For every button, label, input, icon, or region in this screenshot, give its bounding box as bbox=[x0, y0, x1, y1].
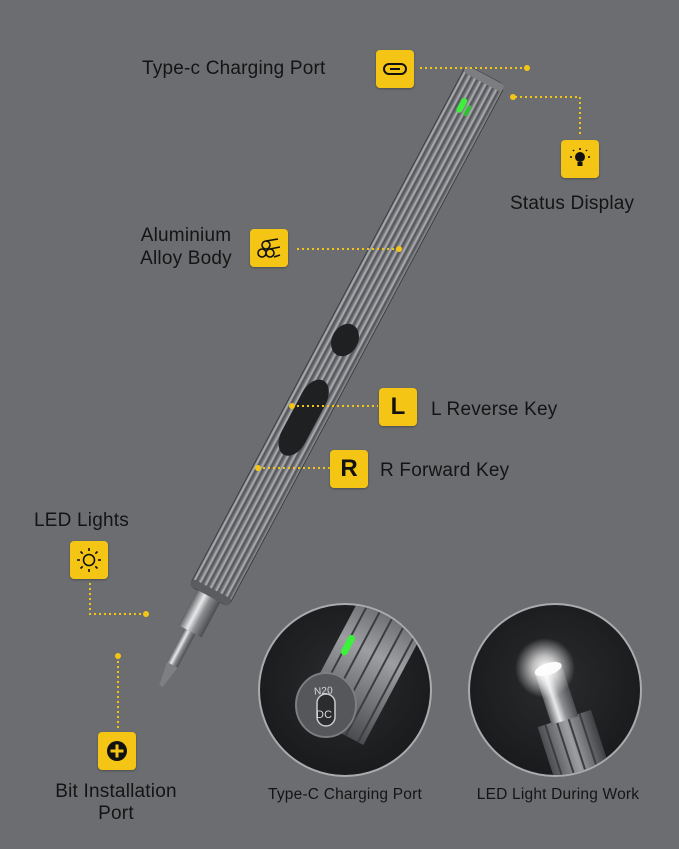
usb-c-port-icon bbox=[376, 50, 414, 88]
port-marking-type: DC bbox=[316, 709, 333, 721]
closeup-led-light bbox=[468, 603, 642, 777]
label-bit-installation-port: Bit Installation Port bbox=[30, 781, 202, 825]
closeup-charging-port bbox=[258, 603, 432, 777]
label-body-line2: Alloy Body bbox=[140, 248, 232, 269]
material-rods-icon bbox=[250, 229, 288, 267]
plus-icon bbox=[98, 732, 136, 770]
power-button-recess bbox=[331, 323, 359, 357]
bit-collar bbox=[178, 589, 221, 638]
label-status-display: Status Display bbox=[510, 193, 635, 214]
label-aluminium-alloy-body: Aluminium Alloy Body bbox=[128, 224, 244, 270]
sun-icon bbox=[70, 541, 108, 579]
label-led-lights: LED Lights bbox=[34, 510, 129, 531]
label-bit-line2: Port bbox=[98, 803, 134, 824]
label-type-c-charging-port: Type-c Charging Port bbox=[142, 58, 326, 79]
forward-key-badge: R bbox=[330, 450, 368, 488]
port-marking-model: N20 bbox=[313, 685, 334, 698]
label-closeup-led-light: LED Light During Work bbox=[476, 786, 640, 803]
label-forward-key: R Forward Key bbox=[380, 460, 510, 481]
label-body-line1: Aluminium bbox=[140, 225, 232, 246]
screwdriver bbox=[159, 66, 504, 688]
label-reverse-key: L Reverse Key bbox=[431, 399, 558, 420]
leader-dots bbox=[115, 65, 530, 659]
label-bit-line1: Bit Installation bbox=[55, 781, 177, 802]
forward-key-letter: R bbox=[340, 455, 358, 482]
lightbulb-icon bbox=[561, 140, 599, 178]
leader-lines bbox=[89, 67, 581, 730]
screwdriver-bit bbox=[166, 628, 196, 668]
reverse-key-letter: L bbox=[390, 393, 406, 420]
reverse-key-badge: L bbox=[379, 388, 417, 426]
status-led-indicator bbox=[456, 97, 468, 113]
usb-c-socket bbox=[316, 693, 336, 727]
label-closeup-charging-port: Type-C Charging Port bbox=[268, 786, 422, 803]
